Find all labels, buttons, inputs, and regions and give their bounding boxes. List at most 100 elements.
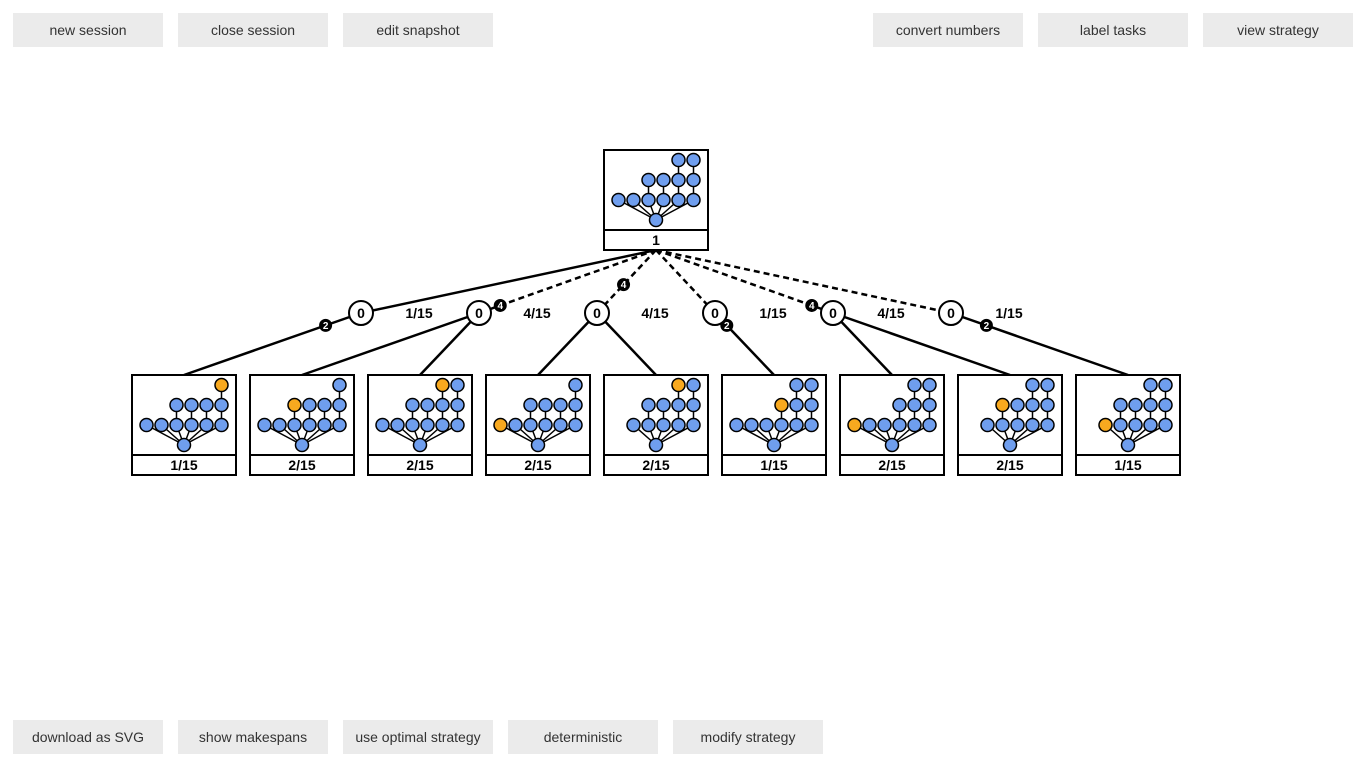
task-node-active <box>774 397 789 413</box>
chance-probability: 1/15 <box>405 305 432 321</box>
task-node <box>1113 417 1128 433</box>
child-state[interactable]: 2/15 <box>367 374 473 476</box>
task-node <box>302 417 317 433</box>
task-node <box>1025 377 1040 393</box>
task-node-active <box>287 397 302 413</box>
state-probability: 1/15 <box>170 457 197 473</box>
modify-strategy-button[interactable]: modify strategy <box>673 720 823 754</box>
state-probability: 2/15 <box>642 457 669 473</box>
outcome-edge <box>537 312 598 376</box>
chance-circle <box>702 300 728 326</box>
task-node <box>568 397 583 413</box>
task-node <box>420 397 435 413</box>
task-node <box>450 397 465 413</box>
task-node <box>729 417 744 433</box>
outcome-edge <box>596 312 657 376</box>
chance-probability: 1/15 <box>995 305 1022 321</box>
state-probability: 1/15 <box>1114 457 1141 473</box>
task-node <box>257 417 272 433</box>
task-node <box>1143 417 1158 433</box>
root-state[interactable]: 1 <box>603 149 709 251</box>
state-probability: 2/15 <box>524 457 551 473</box>
edge-badge: 2 <box>319 318 333 332</box>
new-session-button[interactable]: new session <box>13 13 163 47</box>
task-node <box>641 192 656 208</box>
chance-node[interactable]: 0 <box>820 300 846 326</box>
task-node <box>1040 417 1055 433</box>
child-state[interactable]: 2/15 <box>603 374 709 476</box>
badge-label: 2 <box>323 321 329 332</box>
state-probability: 2/15 <box>288 457 315 473</box>
chance-value: 0 <box>357 305 365 321</box>
task-node <box>1040 397 1055 413</box>
chance-circle <box>466 300 492 326</box>
task-node <box>641 397 656 413</box>
task-node <box>1158 397 1173 413</box>
child-state[interactable]: 2/15 <box>839 374 945 476</box>
task-node <box>804 397 819 413</box>
child-state[interactable]: 1/15 <box>1075 374 1181 476</box>
task-node <box>405 397 420 413</box>
decision-edge <box>655 248 834 315</box>
task-node-active <box>435 377 450 393</box>
task-node <box>553 397 568 413</box>
task-node <box>686 397 701 413</box>
task-node <box>523 397 538 413</box>
child-state[interactable]: 2/15 <box>249 374 355 476</box>
task-node <box>877 417 892 433</box>
child-state[interactable]: 1/15 <box>721 374 827 476</box>
task-node <box>568 377 583 393</box>
task-node <box>1040 377 1055 393</box>
label-tasks-button[interactable]: label tasks <box>1038 13 1188 47</box>
task-node <box>626 192 641 208</box>
task-node <box>1025 397 1040 413</box>
task-node <box>1158 417 1173 433</box>
task-node <box>656 172 671 188</box>
chance-circle <box>584 300 610 326</box>
task-node <box>1143 377 1158 393</box>
outcome-edge <box>301 311 480 377</box>
view-strategy-button[interactable]: view strategy <box>1203 13 1353 47</box>
badge-circle <box>979 318 993 332</box>
chance-node[interactable]: 0 <box>584 300 610 326</box>
task-node <box>1025 417 1040 433</box>
task-node <box>332 377 347 393</box>
child-state[interactable]: 1/15 <box>131 374 237 476</box>
task-node <box>671 417 686 433</box>
task-node <box>1010 417 1025 433</box>
download-svg-button[interactable]: download as SVG <box>13 720 163 754</box>
task-node <box>317 417 332 433</box>
close-session-button[interactable]: close session <box>178 13 328 47</box>
convert-numbers-button[interactable]: convert numbers <box>873 13 1023 47</box>
badge-circle <box>493 298 507 312</box>
task-node <box>804 377 819 393</box>
chance-node[interactable]: 0 <box>702 300 728 326</box>
task-node <box>568 417 583 433</box>
task-node <box>405 417 420 433</box>
task-node <box>1158 377 1173 393</box>
badge-circle <box>805 298 819 312</box>
use-optimal-strategy-button[interactable]: use optimal strategy <box>343 720 493 754</box>
state-probability: 2/15 <box>878 457 905 473</box>
edit-snapshot-button[interactable]: edit snapshot <box>343 13 493 47</box>
badge-label: 2 <box>984 321 990 332</box>
task-node <box>995 417 1010 433</box>
task-node-active <box>847 417 862 433</box>
task-node <box>686 152 701 168</box>
task-node <box>139 417 154 433</box>
chance-node[interactable]: 0 <box>466 300 492 326</box>
badge-circle <box>319 318 333 332</box>
show-makespans-button[interactable]: show makespans <box>178 720 328 754</box>
task-node <box>199 417 214 433</box>
task-node-active <box>1098 417 1113 433</box>
chance-value: 0 <box>593 305 601 321</box>
outcome-edge <box>950 311 1129 377</box>
chance-node[interactable]: 0 <box>348 300 374 326</box>
chance-node[interactable]: 0 <box>938 300 964 326</box>
edge-badge: 4 <box>617 278 631 292</box>
task-node <box>648 437 664 453</box>
child-state[interactable]: 2/15 <box>485 374 591 476</box>
deterministic-button[interactable]: deterministic <box>508 720 658 754</box>
child-state[interactable]: 2/15 <box>957 374 1063 476</box>
task-node <box>611 192 626 208</box>
